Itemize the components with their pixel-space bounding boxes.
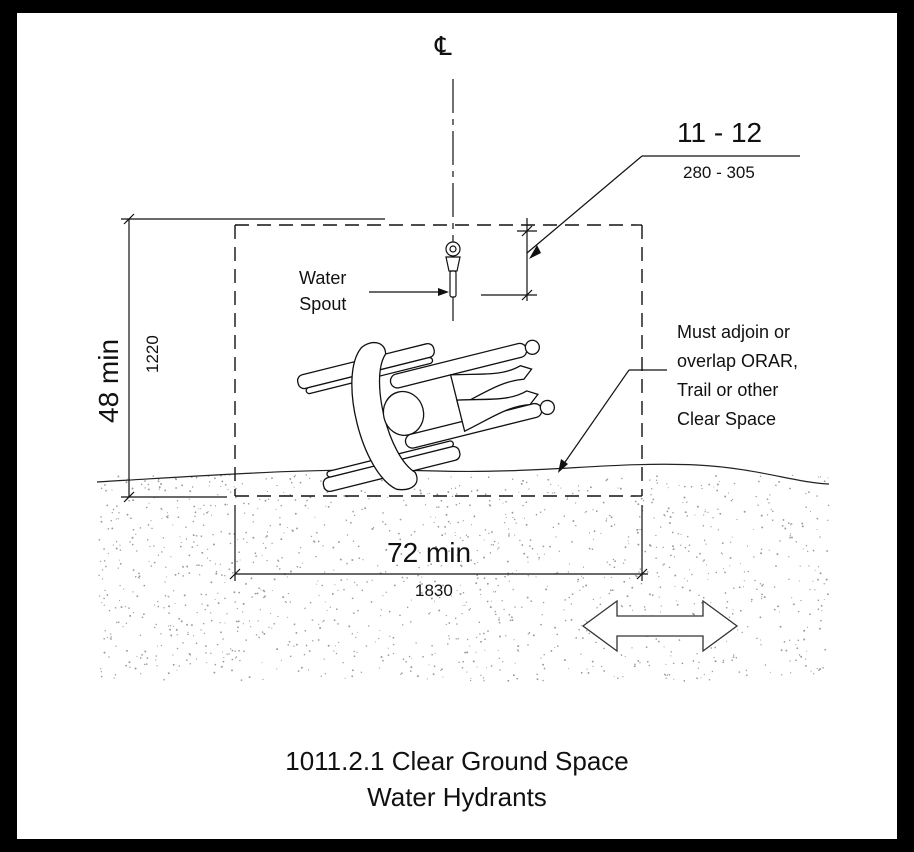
spout-label-line2: Spout [299,294,347,314]
top-dimension-inches: 11 - 12 [677,117,763,148]
bottom-dimension-mm: 1830 [415,581,453,600]
spout-label-line1: Water [299,268,347,288]
caption-line-2: Water Hydrants [367,782,547,812]
wheelchair-icon [296,339,556,493]
ground-stipple [98,474,830,682]
clear-space-rectangle [234,224,643,497]
bottom-dimension-line [229,505,648,581]
caption-line-1: 1011.2.1 Clear Ground Space [285,746,629,776]
bottom-dimension-inches: 72 min [387,537,472,568]
adjoin-note: Must adjoin or overlap ORAR, Trail or ot… [677,318,798,434]
spout-leader-arrowhead [438,288,449,296]
note-line-2: overlap ORAR, [677,351,799,371]
note-leader [562,369,667,466]
double-arrow-icon [581,599,739,653]
side-dimension-inches: 48 min [93,338,124,423]
spout-label: Water Spout [299,265,346,317]
note-leader-arrowhead [558,459,568,473]
hydrant-icon [445,241,461,298]
drawing-sheet: ℄ 11 - 12 280 - 305 Water Spout Must adj… [17,13,897,839]
ground-line [96,463,830,485]
offset-leader-arrowhead [529,245,541,259]
top-dimension-mm: 280 - 305 [683,163,755,182]
spout-offset-dimension [481,155,800,301]
side-dimension-mm: 1220 [143,335,162,373]
note-line-3: Trail or other [677,380,779,400]
figure-caption: 1011.2.1 Clear Ground Space Water Hydran… [17,743,897,815]
note-line-4: Clear Space [677,409,777,429]
centerline-symbol: ℄ [435,31,452,61]
side-dimension-line [121,213,385,503]
note-line-1: Must adjoin or [677,322,791,342]
clear-ground-space-diagram [96,79,830,682]
